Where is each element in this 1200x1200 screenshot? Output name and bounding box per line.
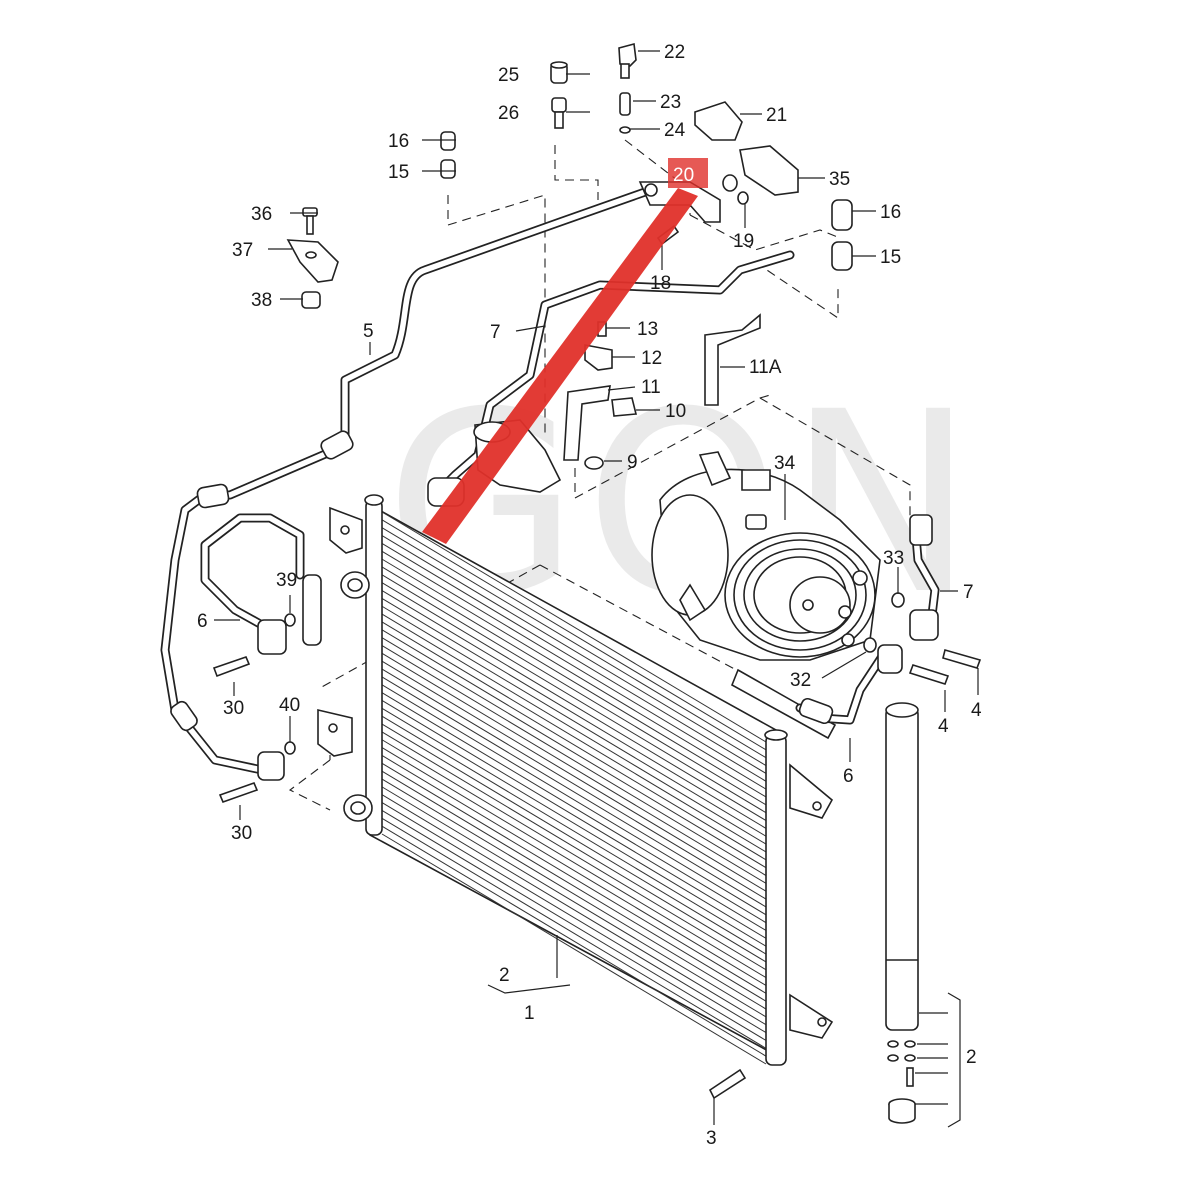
- compressor: [651, 451, 881, 661]
- label-6-right: 6: [843, 766, 854, 787]
- label-33: 33: [883, 548, 904, 569]
- label-34: 34: [774, 453, 796, 474]
- label-9: 9: [627, 452, 638, 473]
- label-26: 26: [498, 103, 519, 124]
- label-18: 18: [650, 273, 671, 294]
- label-7-right: 7: [963, 582, 974, 603]
- label-20: 20: [673, 165, 694, 186]
- label-16-left: 16: [388, 131, 409, 152]
- label-4-a: 4: [938, 716, 949, 737]
- label-1: 1: [524, 1003, 535, 1024]
- label-16-right: 16: [880, 202, 901, 223]
- label-21: 21: [766, 105, 787, 126]
- label-36: 36: [251, 204, 272, 225]
- label-10: 10: [665, 401, 686, 422]
- label-32: 32: [790, 670, 811, 691]
- label-30-top: 30: [223, 698, 244, 719]
- label-25: 25: [498, 65, 519, 86]
- label-15-left: 15: [388, 162, 409, 183]
- label-39: 39: [276, 570, 297, 591]
- label-11a: 11A: [749, 357, 782, 378]
- leader-lines: [214, 50, 979, 1128]
- label-24: 24: [664, 120, 686, 141]
- label-7-top: 7: [490, 322, 501, 343]
- label-5: 5: [363, 321, 374, 342]
- label-19: 19: [733, 231, 754, 252]
- label-22: 22: [664, 42, 685, 63]
- label-35: 35: [829, 169, 850, 190]
- label-3: 3: [706, 1128, 717, 1149]
- label-2-dryer: 2: [966, 1047, 977, 1068]
- label-37: 37: [232, 240, 253, 261]
- label-12: 12: [641, 348, 662, 369]
- label-11: 11: [641, 377, 661, 398]
- condenser: [317, 494, 837, 1066]
- part-labels: 22 23 24 25 26 21 20 35 19 18 16 15 16 1…: [197, 42, 982, 1149]
- label-6-left: 6: [197, 611, 208, 632]
- label-23: 23: [660, 92, 681, 113]
- hardware: [212, 42, 982, 1100]
- label-40: 40: [279, 695, 300, 716]
- highlight-pointer: [422, 158, 708, 544]
- receiver-dryer: [885, 702, 919, 1124]
- label-38: 38: [251, 290, 272, 311]
- label-2-assembly: 2: [499, 965, 510, 986]
- label-30-bottom: 30: [231, 823, 252, 844]
- label-4-b: 4: [971, 700, 982, 721]
- condenser-fins: [381, 511, 767, 1065]
- label-15-right: 15: [880, 247, 901, 268]
- label-13: 13: [637, 319, 658, 340]
